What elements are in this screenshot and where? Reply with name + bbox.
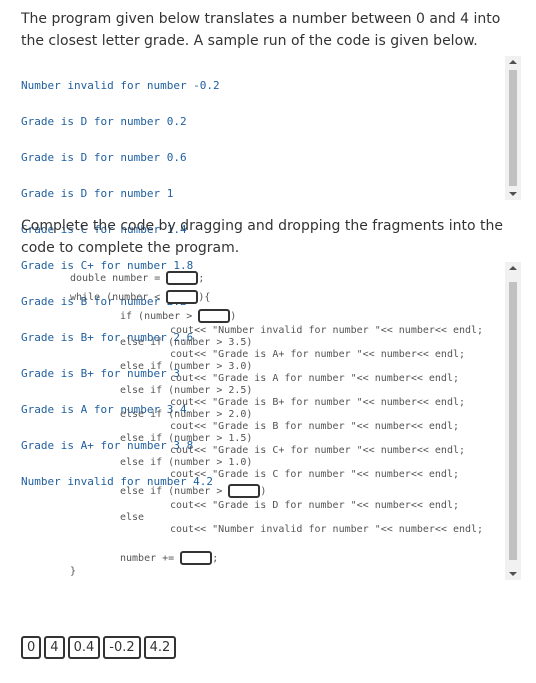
code-text: ) <box>260 486 267 497</box>
code-line-if: if (number > ) <box>120 309 236 323</box>
code-line: else if (number > 1.5) <box>120 433 253 444</box>
code-text: double number = <box>70 273 167 284</box>
code-line: cout<< "Grade is C for number "<< number… <box>170 469 459 480</box>
output-line: Number invalid for number -0.2 <box>21 79 220 92</box>
fragment-chip[interactable]: 0 <box>21 636 42 659</box>
code-line-increment: number += ; <box>120 551 218 565</box>
code-line: cout<< "Grade is D for number "<< number… <box>170 500 459 511</box>
output-line: Grade is D for number 0.2 <box>21 115 187 128</box>
output-line: Grade is D for number 0.6 <box>21 151 187 164</box>
code-text: while (number < <box>70 292 167 303</box>
output-line: Grade is B+ for number 2.6 <box>21 331 194 344</box>
code-area: double number = ; while (number < ){ if … <box>21 262 505 580</box>
code-text: if (number > <box>120 311 199 322</box>
output-line: Grade is C+ for number 1.8 <box>21 259 194 272</box>
scroll-up-arrow-icon[interactable] <box>509 266 517 270</box>
code-line: } <box>70 566 77 577</box>
fragment-chip[interactable]: 0.4 <box>67 636 101 659</box>
code-text: ){ <box>198 292 211 303</box>
fragment-bank: 0 4 0.4 -0.2 4.2 <box>21 636 177 659</box>
output-line: Grade is D for number 1 <box>21 187 174 200</box>
output-line: Grade is C for number 1.4 <box>21 223 187 236</box>
code-line-while: while (number < ){ <box>70 290 210 304</box>
fragment-chip[interactable]: 4 <box>44 636 65 659</box>
code-line: cout<< "Grade is B for number "<< number… <box>170 421 459 432</box>
drop-slot-initial-value[interactable] <box>166 271 199 285</box>
code-text: number += <box>120 553 181 564</box>
code-line: cout<< "Grade is C+ for number "<< numbe… <box>170 445 466 456</box>
drop-slot-while-limit[interactable] <box>166 290 199 304</box>
code-line: cout<< "Grade is A for number "<< number… <box>170 373 459 384</box>
drop-slot-increment[interactable] <box>180 551 213 565</box>
intro-text: The program given below translates a num… <box>21 11 501 49</box>
code-text: ; <box>198 273 205 284</box>
output-scrollbar[interactable] <box>505 56 521 200</box>
sample-output-lines: Number invalid for number -0.2 Grade is … <box>21 56 505 512</box>
code-scroll-thumb[interactable] <box>509 282 517 560</box>
code-panel: double number = ; while (number < ){ if … <box>21 262 521 580</box>
code-line: else if (number > 3.0) <box>120 361 253 372</box>
code-text: ; <box>212 553 219 564</box>
output-scroll-thumb[interactable] <box>509 70 517 186</box>
code-line: cout<< "Grade is B+ for number "<< numbe… <box>170 397 466 408</box>
instructions-text: Complete the code by dragging and droppi… <box>21 218 504 256</box>
scroll-down-arrow-icon[interactable] <box>509 192 517 196</box>
code-line-declaration: double number = ; <box>70 271 204 285</box>
code-line: cout<< "Number invalid for number "<< nu… <box>170 325 484 336</box>
fragment-chip[interactable]: -0.2 <box>103 636 141 659</box>
code-scrollbar[interactable] <box>505 262 521 580</box>
code-line: cout<< "Number invalid for number "<< nu… <box>170 524 484 535</box>
sample-output-panel: Number invalid for number -0.2 Grade is … <box>21 56 521 488</box>
code-line: else if (number > 3.5) <box>120 337 253 348</box>
output-line: Grade is B+ for number 3 <box>21 367 180 380</box>
output-line: Grade is A for number 3.4 <box>21 403 187 416</box>
output-line: Grade is A+ for number 3.8 <box>21 439 194 452</box>
code-text: ) <box>230 311 237 322</box>
fragment-chip[interactable]: 4.2 <box>143 636 177 659</box>
output-line: Number invalid for number 4.2 <box>21 475 214 488</box>
drop-slot-if-limit[interactable] <box>198 309 231 323</box>
code-line: cout<< "Grade is A+ for number "<< numbe… <box>170 349 466 360</box>
drop-slot-d-threshold[interactable] <box>228 484 261 498</box>
code-line: else if (number > 1.0) <box>120 457 253 468</box>
code-line: else if (number > 2.5) <box>120 385 253 396</box>
code-line: else if (number > 2.0) <box>120 409 253 420</box>
scroll-down-arrow-icon[interactable] <box>509 572 517 576</box>
code-line-else-if-d: else if (number > ) <box>120 484 266 498</box>
scroll-up-arrow-icon[interactable] <box>509 60 517 64</box>
code-text: else if (number > <box>120 486 229 497</box>
code-line: else <box>120 512 145 523</box>
